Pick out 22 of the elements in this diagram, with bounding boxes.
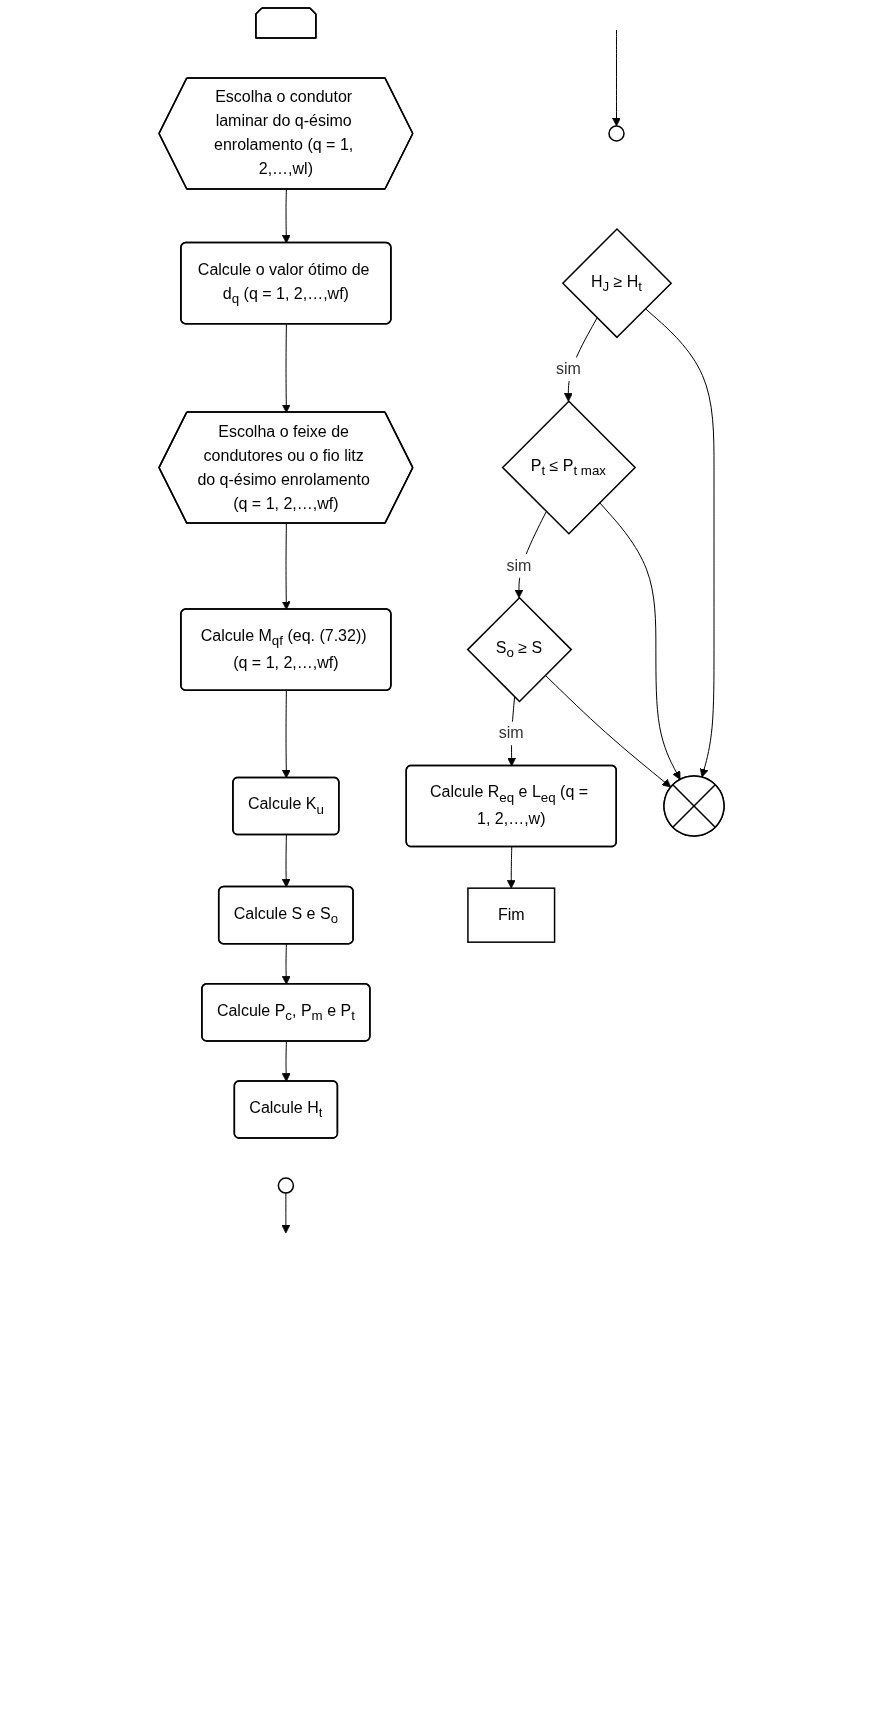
node-diamond: P$_{t}$ ≤ P$_{t max}$	[502, 400, 637, 535]
arrow	[281, 1192, 291, 1234]
arrow	[545, 674, 672, 788]
node-diamond: H$_{J}$ ≥ H$_{t}$	[562, 227, 673, 339]
arrow	[282, 1040, 292, 1082]
arrow	[282, 323, 292, 413]
node-circle	[278, 1177, 295, 1194]
node-circle	[608, 125, 626, 142]
arrow	[645, 308, 715, 778]
arrow	[282, 189, 292, 244]
arrow	[282, 943, 292, 985]
arrow	[599, 502, 681, 780]
arrow	[612, 29, 622, 127]
arrow	[282, 834, 292, 888]
arrow	[282, 690, 292, 779]
edge-label: sim	[507, 556, 532, 574]
arrow	[507, 846, 517, 889]
edge-label: sim	[556, 360, 582, 378]
arrow	[282, 523, 292, 610]
node-diamond: S$_{o}$ ≥ S	[467, 596, 573, 703]
edge-label: sim	[499, 724, 525, 742]
node-box: Fim	[467, 887, 556, 943]
